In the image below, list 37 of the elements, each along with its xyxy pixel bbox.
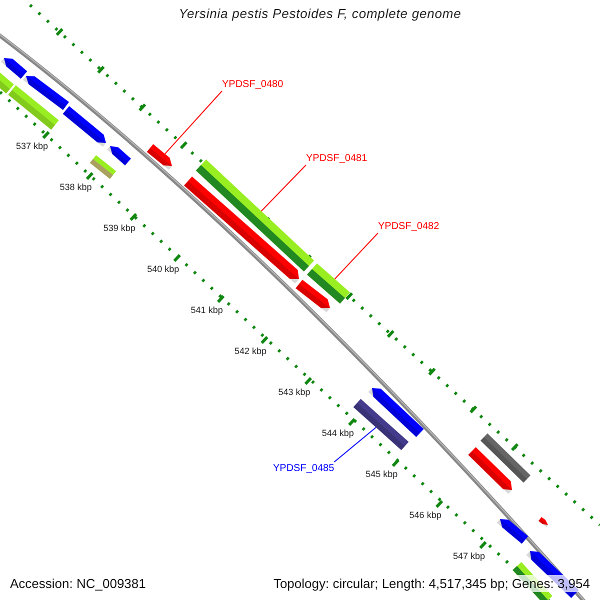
position-label: 543 kbp bbox=[278, 387, 310, 397]
gene-feature bbox=[496, 519, 528, 544]
leader-line bbox=[334, 232, 378, 280]
position-label: 545 kbp bbox=[366, 469, 398, 479]
position-label: 544 kbp bbox=[322, 428, 354, 438]
gene-feature bbox=[146, 144, 172, 170]
gene-feature bbox=[23, 76, 69, 110]
gene-feature bbox=[0, 58, 28, 79]
gene-feature bbox=[468, 447, 512, 494]
position-label: 547 kbp bbox=[453, 551, 486, 561]
position-label: 537 kbp bbox=[16, 141, 48, 151]
position-label: 541 kbp bbox=[190, 305, 223, 315]
gene-feature bbox=[0, 72, 14, 94]
gene-feature bbox=[353, 398, 409, 450]
position-label: 546 kbp bbox=[409, 510, 442, 520]
leader-line bbox=[164, 90, 222, 154]
gene-label: YPDSF_0485 bbox=[273, 463, 334, 474]
position-label: 538 kbp bbox=[60, 182, 92, 192]
position-label: 540 kbp bbox=[147, 264, 180, 274]
genome-info: Topology: circular; Length: 4,517,345 bp; Genes: 3,954 bbox=[271, 575, 592, 592]
gene-feature bbox=[90, 155, 116, 179]
gene-label: YPDSF_0480 bbox=[222, 79, 284, 90]
leader-line bbox=[260, 164, 306, 212]
gene-feature bbox=[480, 433, 530, 483]
gene-label: YPDSF_0481 bbox=[306, 153, 368, 164]
gene-feature bbox=[107, 146, 131, 166]
gene-feature bbox=[368, 388, 424, 437]
position-label: 542 kbp bbox=[234, 346, 267, 356]
gene-feature bbox=[538, 517, 548, 527]
gene-feature bbox=[62, 106, 106, 147]
gene-feature bbox=[8, 85, 59, 130]
leader-line bbox=[334, 426, 376, 462]
position-label: 539 kbp bbox=[103, 223, 136, 233]
gene-feature bbox=[296, 280, 330, 312]
gene-feature bbox=[184, 176, 299, 284]
gene-label: YPDSF_0482 bbox=[378, 221, 440, 232]
diagram-title: Yersinia pestis Pestoides F, complete genome bbox=[178, 6, 462, 21]
